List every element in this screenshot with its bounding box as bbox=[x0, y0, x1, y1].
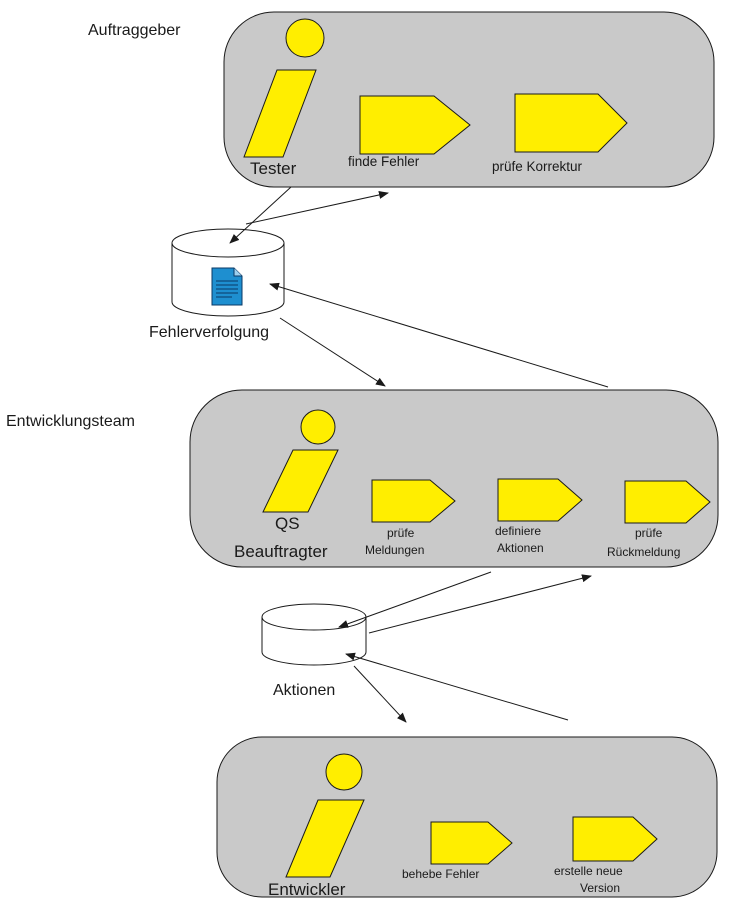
actor-tester-icon bbox=[243, 18, 325, 158]
database-aktionen bbox=[261, 603, 367, 666]
step-finde-fehler bbox=[359, 95, 471, 155]
document-icon bbox=[211, 267, 243, 306]
step-erstelle-neue-version-line2: Version bbox=[580, 881, 620, 895]
step-definiere-aktionen-line1: definiere bbox=[495, 524, 541, 538]
actor-entwickler-label: Entwickler bbox=[268, 880, 346, 899]
step-pruefe-korrektur-label: prüfe Korrektur bbox=[492, 159, 583, 174]
arrow-entwickler-to-aktionen bbox=[345, 652, 569, 721]
step-pruefe-korrektur bbox=[514, 93, 628, 153]
actor-qs-beauftragter-icon bbox=[262, 409, 339, 513]
arrow-fehlerverfolgung-to-finde-fehler bbox=[245, 191, 389, 225]
actor-entwickler-icon bbox=[285, 753, 365, 878]
step-erstelle-neue-version-line1: erstelle neue bbox=[554, 864, 623, 878]
step-behebe-fehler bbox=[430, 821, 513, 865]
arrow-rueckmeldung-to-fehlerverfolgung bbox=[269, 282, 609, 388]
arrow-tester-to-fehlerverfolgung bbox=[229, 186, 292, 244]
step-behebe-fehler-label: behebe Fehler bbox=[402, 867, 479, 881]
actor-qs-label-line1: QS bbox=[275, 514, 300, 533]
step-pruefe-rueckmeldung-line2: Rückmeldung bbox=[607, 545, 680, 559]
arrow-aktionen-to-entwickler bbox=[353, 665, 407, 723]
step-pruefe-rueckmeldung-line1: prüfe bbox=[635, 526, 663, 540]
group-title-entwicklungsteam: Entwicklungsteam bbox=[6, 413, 135, 430]
database-fehlerverfolgung-label: Fehlerverfolgung bbox=[149, 324, 269, 341]
group-title-auftraggeber: Auftraggeber bbox=[88, 22, 181, 39]
step-pruefe-meldungen-line1: prüfe bbox=[387, 526, 415, 540]
lane-entwicklungsteam bbox=[189, 389, 719, 568]
arrow-db-to-rueckmeldung bbox=[368, 574, 592, 634]
step-pruefe-rueckmeldung bbox=[624, 480, 711, 524]
step-pruefe-meldungen bbox=[371, 479, 456, 523]
step-definiere-aktionen bbox=[497, 478, 583, 522]
arrow-fehlerverfolgung-to-entwicklungsteam bbox=[279, 317, 386, 387]
step-finde-fehler-label: finde Fehler bbox=[348, 154, 420, 169]
database-aktionen-label: Aktionen bbox=[273, 682, 335, 699]
step-pruefe-meldungen-line2: Meldungen bbox=[365, 543, 424, 557]
arrow-aktionen-definition-to-db bbox=[338, 571, 492, 628]
step-definiere-aktionen-line2: Aktionen bbox=[497, 541, 544, 555]
actor-qs-label-line2: Beauftragter bbox=[234, 542, 328, 561]
step-erstelle-neue-version bbox=[572, 816, 658, 862]
actor-tester-label: Tester bbox=[250, 159, 297, 178]
